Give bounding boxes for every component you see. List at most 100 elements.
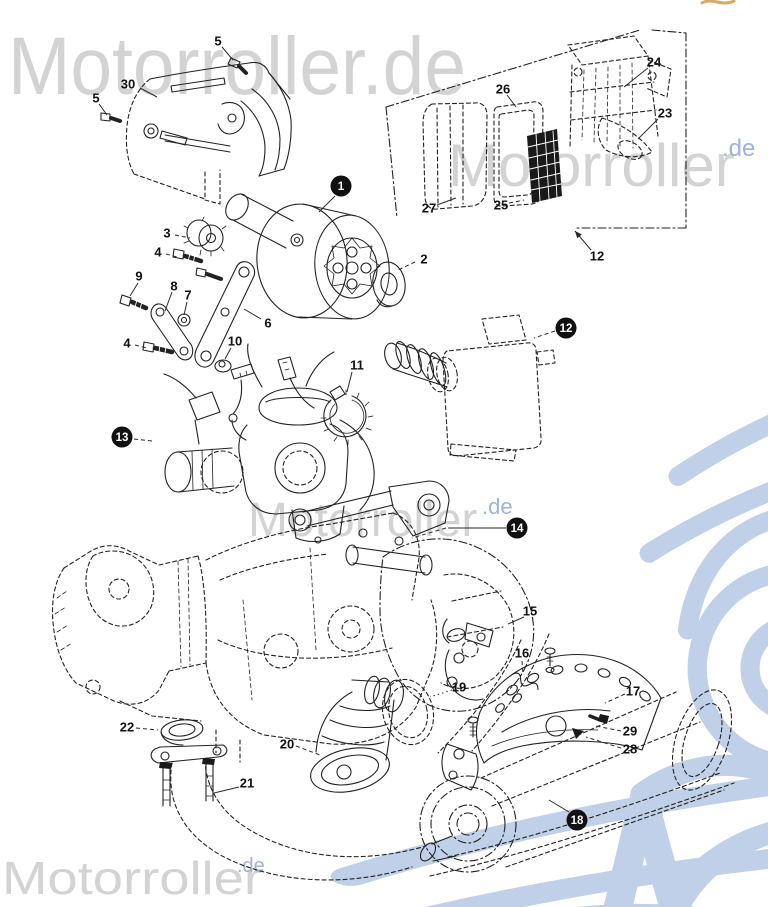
cvt-cover [379,538,535,712]
callout-number: 5 [92,91,99,106]
callout-11: 11 [346,358,364,393]
leader-line [295,745,321,756]
leader-line [174,234,191,239]
bracket-6 [194,261,256,368]
callout-5: 5 [214,34,234,61]
leader-line [129,282,139,297]
leader-line [139,87,158,98]
leader-line [604,693,626,704]
callout-circle [111,426,133,448]
callout-12: 12 [574,230,604,264]
corner-squiggle [700,0,736,5]
leader-line [506,94,517,108]
callout-number: 23 [658,106,672,121]
callout-number: 29 [623,724,637,739]
leader-line [213,786,240,794]
gasket-19-and-small-parts [381,647,556,746]
leader-line [623,67,649,88]
callout-23: 23 [637,106,672,140]
watermark-domain-suffix: .de [237,855,265,877]
leader-line [585,736,622,749]
callout-number: 10 [228,334,242,349]
leader-line [133,438,153,442]
callout-number: 25 [494,198,508,213]
leader-line [637,118,659,140]
callout-29: 29 [595,724,637,739]
muffler [419,653,733,873]
callout-number: 21 [240,776,254,791]
callout-27: 27 [422,197,457,216]
callout-number: 28 [623,742,637,757]
callout-number: 15 [523,604,537,619]
watermark-brand-text: Motorroller [248,494,477,547]
leader-line [243,308,262,320]
leader-line [395,261,416,272]
callout-number: 13 [116,432,129,444]
leader-line [318,195,336,213]
callout-18: 18 [548,799,588,831]
callout-number: 5 [214,34,221,49]
watermark-domain-suffix: .de [722,135,755,162]
starter-motor [225,193,390,320]
callout-14: 14 [411,517,528,539]
callout-number: 20 [280,737,294,752]
callout-number: 19 [452,680,466,695]
leader-line [508,199,525,204]
callout-4: 4 [123,336,148,351]
gear-3 [183,216,227,257]
leader-line [507,616,525,625]
watermark-layer: Motorroller.deMotorroller.deMotorroller.… [0,17,768,907]
callout-number: 12 [590,249,604,264]
leader-line [224,347,232,360]
callout-number: 24 [647,55,662,70]
callout-number: 18 [571,815,584,827]
bolts-and-nuts [119,248,232,373]
leader-line [164,291,173,312]
line-art-layer [51,0,736,881]
callout-circle [506,517,528,539]
air-filter-assembly [385,29,687,229]
bracket-8 [150,303,194,361]
callout-28: 28 [585,736,637,757]
leader-line [429,689,453,698]
callout-number: 12 [560,323,573,335]
callout-17: 17 [604,684,640,704]
callout-24: 24 [623,55,662,88]
callout-5: 5 [92,91,108,116]
hose-clamp-11 [320,385,374,446]
screw-5-left [100,112,122,123]
leader-line [98,103,108,116]
leader-line [221,46,234,61]
callout-3: 3 [163,226,191,241]
callout-number: 4 [154,245,162,260]
callout-2: 2 [395,252,428,272]
callout-22: 22 [120,720,159,735]
callout-number: 7 [184,288,191,303]
callout-13: 13 [111,426,153,448]
callout-21: 21 [213,776,254,794]
fan-cover [125,61,292,205]
callout-10: 10 [224,334,242,360]
callout-number: 9 [135,269,142,284]
leader-line [521,660,524,676]
callout-1: 1 [318,175,352,213]
callout-circle [555,317,577,339]
intake-duct-20 [310,675,404,793]
leader-line [135,727,159,731]
callout-number: 11 [350,358,364,373]
callout-15: 15 [507,604,537,625]
leader-line [346,371,353,393]
callout-number: 27 [422,201,436,216]
callout-30: 30 [121,77,158,98]
callout-number: 1 [338,181,345,193]
callout-number: 26 [496,82,510,97]
leader-line [183,301,188,316]
watermark-domain-suffix: .de [482,494,513,519]
watermark-brand-text: Motorroller.de [8,21,466,112]
callout-16: 16 [515,646,529,676]
callout-number: 2 [420,252,427,267]
callout-25: 25 [494,198,525,213]
callout-7: 7 [183,288,192,316]
